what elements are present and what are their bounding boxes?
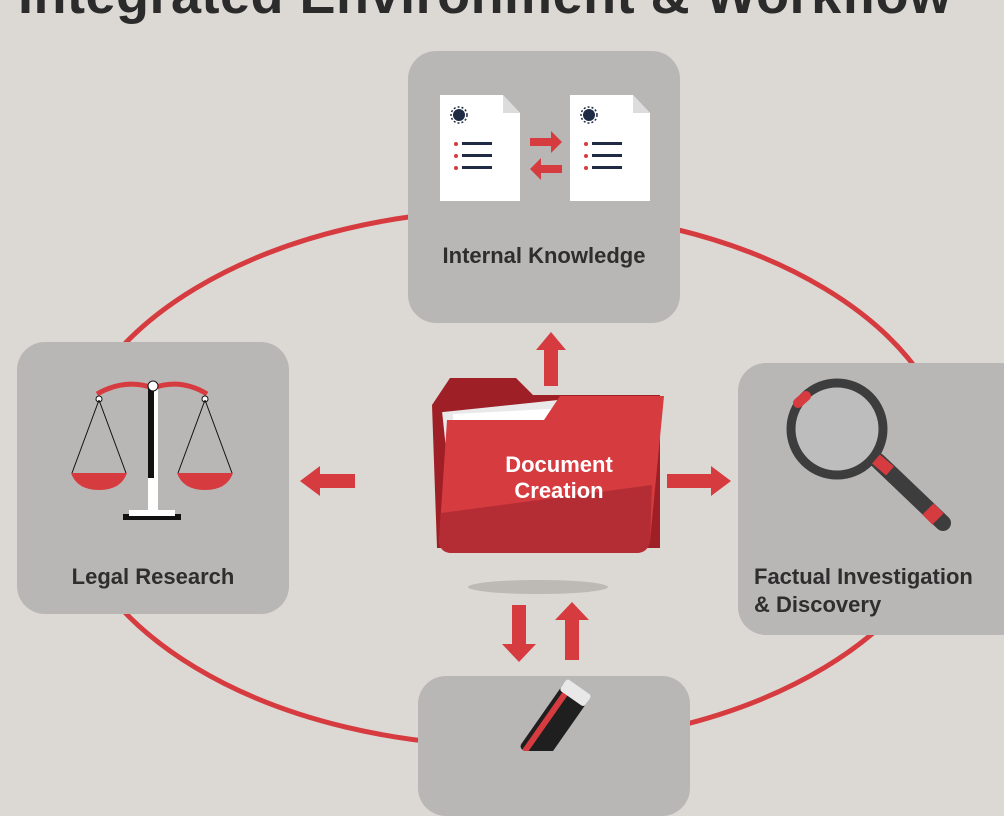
scales-of-justice-icon [71, 380, 233, 520]
page-title: Integrated Environment & Workflow [18, 0, 952, 26]
document-creation-label-line2: Creation [514, 478, 604, 503]
internal-knowledge-label: Internal Knowledge [442, 243, 646, 268]
pen-icon [520, 679, 591, 751]
legal-research-label: Legal Research [71, 564, 235, 589]
node-internal-knowledge[interactable]: Internal Knowledge [408, 51, 680, 323]
document-exchange-icon [440, 95, 650, 201]
folder-icon [432, 378, 664, 594]
node-legal-research[interactable]: Legal Research [17, 342, 289, 614]
folder-front-shade [439, 485, 652, 553]
factual-investigation-label-line2: & Discovery [754, 592, 882, 617]
document-creation-label-line1: Document [505, 452, 613, 477]
document-creation-label[interactable]: Document Creation [484, 452, 634, 504]
folder-shadow [468, 580, 608, 594]
magnifying-glass-icon [786, 378, 951, 531]
node-factual-investigation[interactable]: Factual Investigation & Discovery [738, 363, 1004, 635]
factual-investigation-label-line1: Factual Investigation [754, 564, 973, 589]
